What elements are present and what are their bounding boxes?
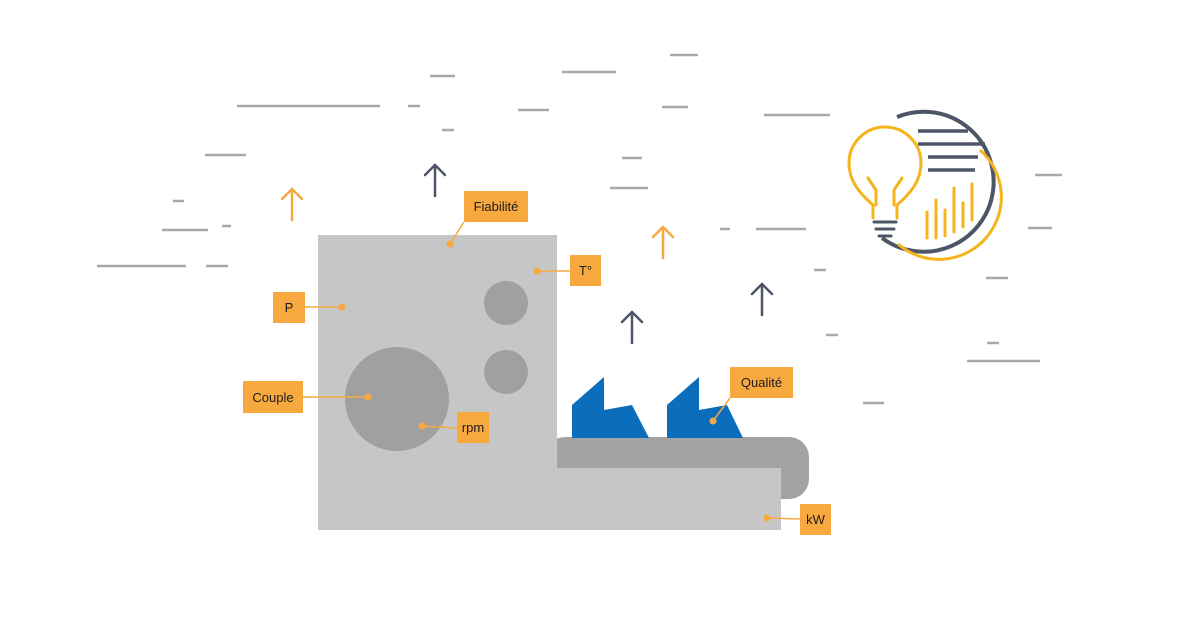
small-dial-top: [484, 281, 528, 325]
up-arrow-icon: [651, 225, 675, 260]
machine: [318, 235, 809, 530]
large-dial: [345, 347, 449, 451]
background-dashes: [97, 53, 1062, 405]
up-arrow-icon: [750, 282, 774, 317]
label-pression: P: [273, 292, 305, 323]
lightbulb-insight-icon: [847, 109, 1003, 261]
label-fiabilite: Fiabilité: [464, 191, 528, 222]
label-temperature: T°: [570, 255, 601, 286]
callout-leaders: [303, 221, 801, 522]
label-couple: Couple: [243, 381, 303, 413]
label-kw: kW: [800, 504, 831, 535]
products: [572, 377, 743, 438]
up-arrow-icon: [620, 310, 644, 345]
small-dial-bottom: [484, 350, 528, 394]
product-item: [667, 377, 743, 438]
product-item: [572, 377, 649, 438]
label-rpm: rpm: [457, 412, 489, 443]
up-arrow-icon: [280, 187, 304, 222]
machine-body: [318, 235, 781, 530]
up-arrow-icon: [423, 163, 447, 198]
label-qualite: Qualité: [730, 367, 793, 398]
